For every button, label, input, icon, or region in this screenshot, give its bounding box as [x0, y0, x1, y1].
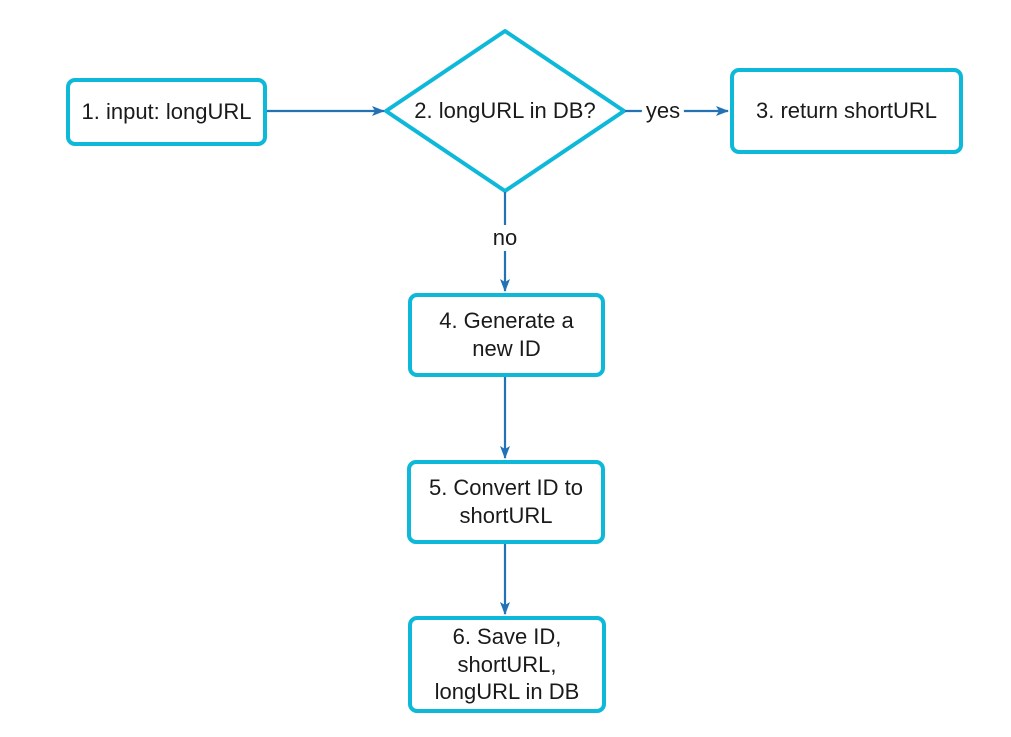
node-input-longurl: 1. input: longURL: [66, 78, 267, 146]
node-label: 1. input: longURL: [81, 99, 252, 125]
node-label-line: longURL in DB: [434, 679, 580, 705]
node-decision-longurl-in-db: 2. longURL in DB?: [395, 90, 615, 132]
decision-node-shape: [384, 29, 626, 193]
node-label-line: new ID: [472, 336, 541, 361]
node-generate-new-id: 4. Generate a new ID: [408, 293, 605, 377]
node-return-shorturl: 3. return shortURL: [730, 68, 963, 154]
node-label-line: shortURL,: [457, 651, 557, 677]
node-convert-id-to-shorturl: 5. Convert ID to shortURL: [407, 460, 605, 544]
node-save-to-db: 6. Save ID, shortURL, longURL in DB: [408, 616, 606, 713]
node-label-line: 4. Generate a: [439, 308, 574, 334]
node-label-line: 5. Convert ID to: [428, 475, 584, 501]
node-label: 2. longURL in DB?: [414, 98, 596, 123]
node-label-line: 6. Save ID,: [452, 623, 562, 649]
node-label-line: shortURL: [459, 503, 553, 528]
edge-label-no: no: [488, 225, 522, 251]
node-label: 3. return shortURL: [756, 98, 937, 124]
edge-label-yes: yes: [641, 98, 685, 124]
